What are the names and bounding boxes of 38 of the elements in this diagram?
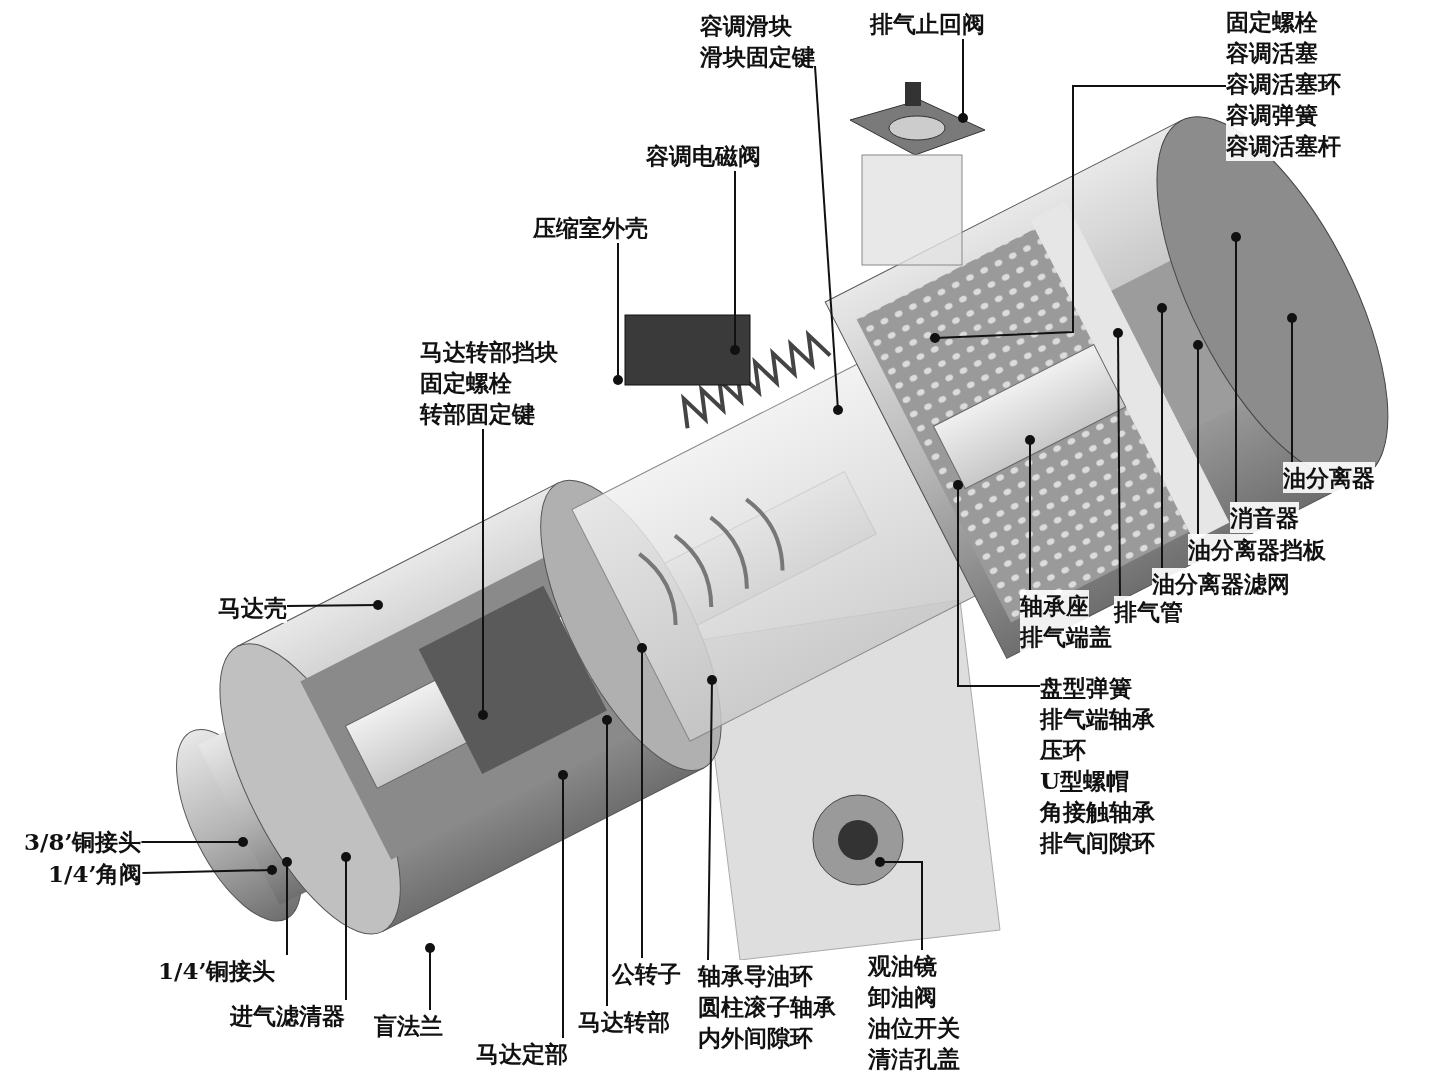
leader-line [282, 857, 292, 956]
leader-line [1287, 313, 1297, 463]
leader-line [1025, 435, 1035, 591]
leader-line [1157, 303, 1167, 569]
leader-line [814, 65, 843, 415]
leader-line [602, 715, 612, 1007]
leader-line [1231, 232, 1241, 503]
part-label: 油分离器挡板 [1188, 534, 1326, 565]
leader-line [558, 770, 568, 1039]
leader-line [141, 865, 277, 875]
part-label: 消音器 [1230, 502, 1299, 533]
part-label: 排气管 [1114, 596, 1183, 627]
part-label: 油分离器 [1283, 462, 1375, 493]
leader-line [875, 857, 923, 951]
part-label: 容调活塞环 [1226, 68, 1341, 99]
leader-line [730, 170, 740, 355]
leader-line [613, 242, 623, 385]
part-label: 油分离器滤网 [1152, 568, 1290, 599]
leader-line [930, 85, 1227, 343]
part-label: 容调活塞杆 [1226, 130, 1341, 161]
part-label: 清洁孔盖 [868, 1043, 960, 1074]
leader-line [478, 428, 488, 720]
leader-line [140, 837, 248, 847]
part-label: 轴承座 [1020, 590, 1089, 621]
leader-line [341, 852, 351, 1001]
leader-line [707, 675, 717, 961]
part-label: 轴承导油环 [698, 960, 813, 991]
leader-line [286, 600, 383, 610]
leader-line [637, 643, 647, 959]
part-label: 排气端盖 [1020, 621, 1112, 652]
part-label: 盲法兰 [374, 1010, 443, 1041]
leader-line [953, 480, 1041, 687]
leader-line [1113, 328, 1123, 597]
leader-line [425, 943, 435, 1011]
leader-line [958, 38, 968, 123]
leader-line [1193, 340, 1203, 535]
part-label: 容调活塞 [1226, 37, 1318, 68]
part-label: 压缩室外壳 [533, 212, 648, 243]
